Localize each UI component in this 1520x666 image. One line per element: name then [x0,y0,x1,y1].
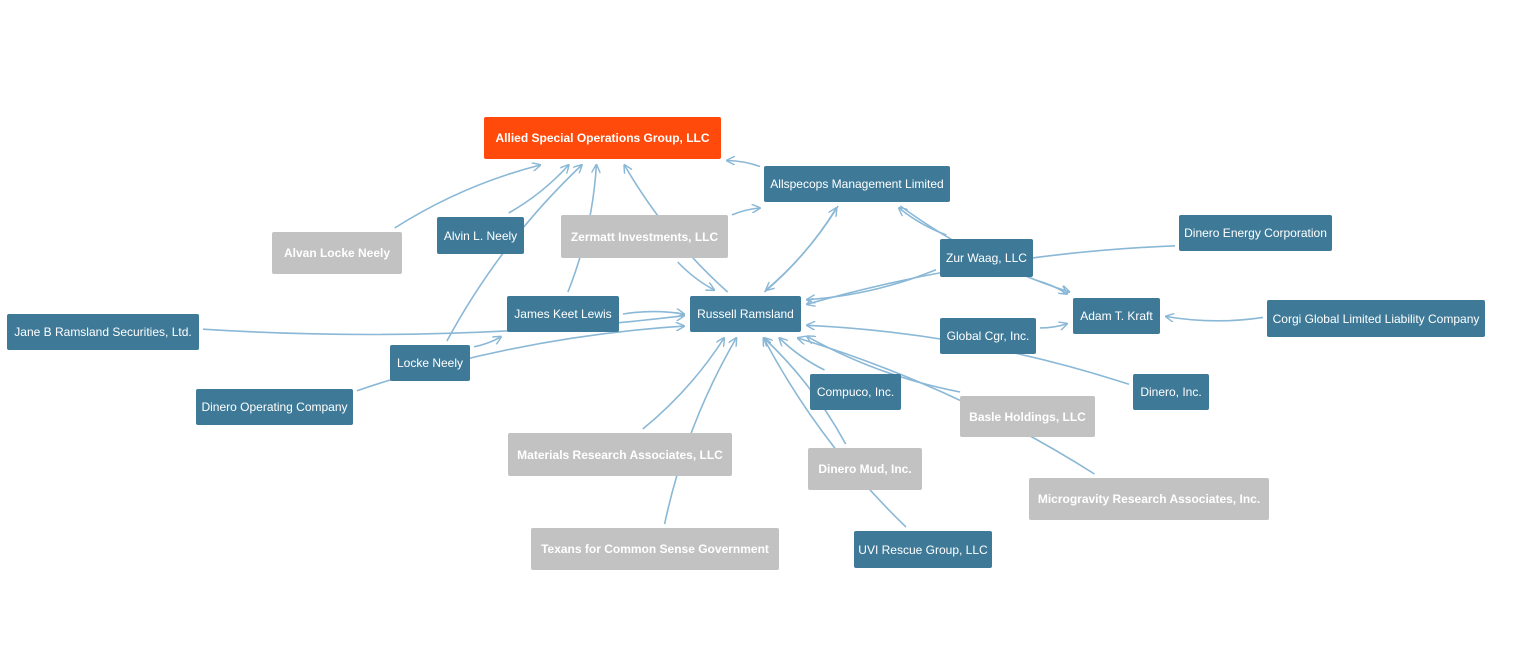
node-label: Microgravity Research Associates, Inc. [1037,492,1261,506]
node-label: Dinero, Inc. [1140,385,1202,399]
node-mra[interactable]: Materials Research Associates, LLC [508,433,732,476]
edge-zermatt-to-rr [677,261,715,290]
node-aml[interactable]: Allspecops Management Limited [764,166,950,202]
edge-aln-to-aso [394,165,541,229]
edge-zur-to-atk [1036,279,1067,294]
edge-texans-to-rr [663,338,737,525]
node-mud[interactable]: Dinero Mud, Inc. [808,448,922,490]
edge-locke-to-jkl [473,337,501,348]
node-doc[interactable]: Dinero Operating Company [196,389,353,425]
edge-uvrescue-to-rr [764,338,907,528]
node-label: Locke Neely [396,356,464,370]
node-label: Dinero Operating Company [201,400,348,414]
edge-compuco-to-rr [779,338,825,371]
node-label: Alvan Locke Neely [283,246,391,260]
node-label: Materials Research Associates, LLC [517,447,723,462]
edge-aml-to-aso [727,161,761,168]
node-texans[interactable]: Texans for Common Sense Government [531,528,779,570]
node-label: Zur Waag, LLC [946,251,1027,265]
node-label: Texans for Common Sense Government [541,542,769,556]
node-label: Dinero Energy Corporation [1184,226,1327,240]
node-jbr[interactable]: Jane B Ramsland Securities, Ltd. [7,314,199,350]
node-label: Allied Special Operations Group, LLC [495,131,710,145]
node-label: Zermatt Investments, LLC [570,229,719,244]
node-label: UVI Rescue Group, LLC [858,542,988,557]
edge-mud-to-rr [764,338,847,445]
node-label: Russell Ramsland [697,307,794,321]
edge-micro-to-rr [798,338,1095,475]
edge-jkl-to-rr [622,312,684,314]
node-dinero[interactable]: Dinero, Inc. [1133,374,1209,410]
node-label: Adam T. Kraft [1080,309,1153,323]
node-label: James Keet Lewis [514,307,612,321]
node-jkl[interactable]: James Keet Lewis [507,296,619,332]
edge-gcgr-to-atk [1039,324,1067,328]
edge-basle-to-rr [807,336,961,393]
edge-alvin-to-aso [508,165,569,214]
node-label: Corgi Global Limited Liability Company [1272,311,1480,326]
node-label: Dinero Mud, Inc. [818,462,912,476]
node-zur[interactable]: Zur Waag, LLC [940,239,1033,277]
node-aso[interactable]: Allied Special Operations Group, LLC [484,117,721,159]
node-label: Allspecops Management Limited [770,177,944,191]
node-micro[interactable]: Microgravity Research Associates, Inc. [1029,478,1269,520]
edge-zur-to-rr [807,268,937,300]
node-label: Global Cgr, Inc. [946,329,1030,343]
node-compuco[interactable]: Compuco, Inc. [810,374,901,410]
node-gcgr[interactable]: Global Cgr, Inc. [940,318,1036,354]
node-label: Basle Holdings, LLC [969,409,1086,424]
node-atk[interactable]: Adam T. Kraft [1073,298,1160,334]
node-basle[interactable]: Basle Holdings, LLC [960,396,1095,437]
node-dec[interactable]: Dinero Energy Corporation [1179,215,1332,251]
node-locke[interactable]: Locke Neely [390,345,470,381]
node-zermatt[interactable]: Zermatt Investments, LLC [561,215,728,258]
edge-rr-to-aml [763,208,836,293]
node-label: Alvin L. Neely [443,228,518,243]
edge-mra-to-rr [642,338,724,430]
node-corgi[interactable]: Corgi Global Limited Liability Company [1267,300,1485,337]
node-uvrescue[interactable]: UVI Rescue Group, LLC [854,531,992,568]
edge-aml-to-rr [766,205,839,290]
node-label: Compuco, Inc. [816,385,895,399]
node-rr[interactable]: Russell Ramsland [690,296,801,332]
edge-zermatt-to-aml [731,208,760,216]
node-aln[interactable]: Alvan Locke Neely [272,232,402,274]
node-alvin[interactable]: Alvin L. Neely [437,217,524,254]
node-label: Jane B Ramsland Securities, Ltd. [14,325,192,339]
edge-corgi-to-atk [1166,317,1264,321]
